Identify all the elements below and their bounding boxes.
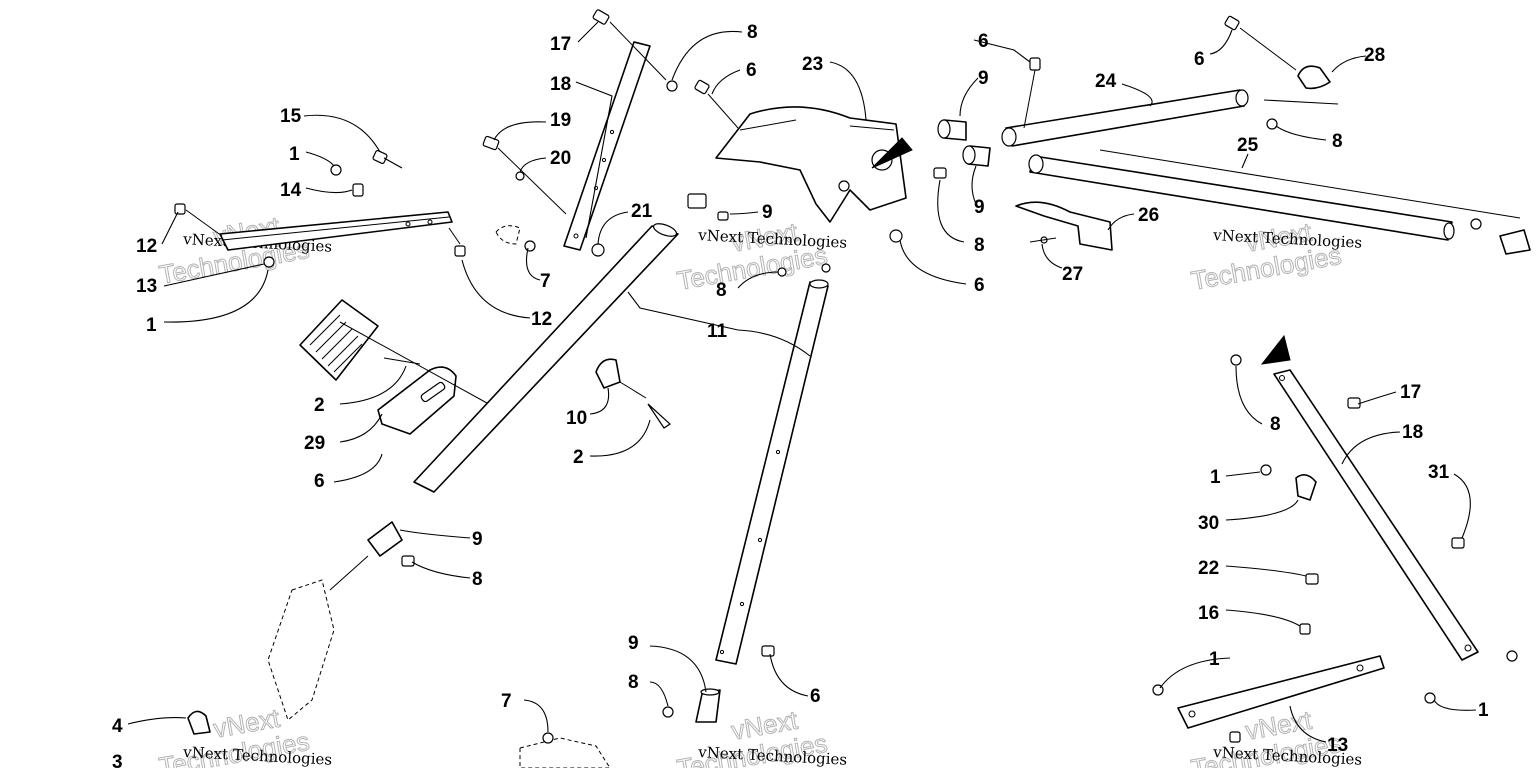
callout-13: 13 xyxy=(1327,735,1348,756)
callout-12: 12 xyxy=(136,236,157,257)
tube-24 xyxy=(1001,57,1249,147)
callout-21: 21 xyxy=(631,201,653,222)
clip-10 xyxy=(595,358,671,429)
callout-7: 7 xyxy=(540,271,551,292)
callout-18: 18 xyxy=(1402,422,1423,443)
callout-19: 19 xyxy=(550,110,571,131)
parts xyxy=(174,9,1531,768)
callout-13: 13 xyxy=(136,276,157,297)
callout-11: 11 xyxy=(707,321,728,342)
center-mount-23 xyxy=(687,79,913,277)
callout-6: 6 xyxy=(314,471,325,492)
right-lower-bar xyxy=(1152,655,1385,743)
callout-1: 1 xyxy=(1209,649,1220,670)
callout-6: 6 xyxy=(810,686,821,707)
callout-25: 25 xyxy=(1237,135,1259,156)
callout-2: 2 xyxy=(573,447,584,468)
callout-24: 24 xyxy=(1095,71,1117,92)
callout-8: 8 xyxy=(1332,131,1343,152)
callout-6: 6 xyxy=(978,31,989,52)
callout-22: 22 xyxy=(1198,558,1219,579)
left-mount-bracket xyxy=(174,149,536,268)
watermarks: vNext Technologies vNext Technologies vN… xyxy=(156,210,1362,768)
callout-20: 20 xyxy=(550,148,571,169)
callout-3: 3 xyxy=(112,752,123,768)
callout-29: 29 xyxy=(304,433,325,454)
callout-8: 8 xyxy=(628,672,639,693)
callout-17: 17 xyxy=(550,34,571,55)
callout-8: 8 xyxy=(472,569,483,590)
callout-2: 2 xyxy=(314,395,325,416)
callout-9: 9 xyxy=(628,633,639,654)
lower-left-sleeve xyxy=(267,521,415,721)
vertical-bar-18 xyxy=(563,9,678,257)
callout-27: 27 xyxy=(1062,264,1083,285)
bolt-19 xyxy=(482,135,567,215)
top-sleeves-9 xyxy=(933,119,991,179)
leader-lines xyxy=(127,21,1477,743)
callout-1: 1 xyxy=(1210,467,1221,488)
callout-6: 6 xyxy=(974,275,985,296)
callout-9: 9 xyxy=(974,197,985,218)
callout-8: 8 xyxy=(1270,414,1281,435)
callout-30: 30 xyxy=(1198,513,1219,534)
callout-31: 31 xyxy=(1428,462,1450,483)
callout-8: 8 xyxy=(716,280,727,301)
callout-9: 9 xyxy=(978,68,989,89)
cap-28 xyxy=(1224,15,1331,130)
center-tube xyxy=(715,279,829,665)
callout-4: 4 xyxy=(112,716,123,737)
callout-1: 1 xyxy=(146,315,157,336)
callout-10: 10 xyxy=(566,408,587,429)
tube-25 xyxy=(1028,149,1521,241)
diagonal-tube-left xyxy=(413,223,679,493)
callout-23: 23 xyxy=(802,54,823,75)
fuse-block xyxy=(299,299,497,435)
callout-1: 1 xyxy=(1478,700,1489,721)
callout-17: 17 xyxy=(1400,382,1421,403)
right-end-fittings xyxy=(1470,218,1531,255)
callout-6: 6 xyxy=(746,60,757,81)
callout-14: 14 xyxy=(280,180,302,201)
right-diagonal-bar-18 xyxy=(1230,334,1518,704)
callout-7: 7 xyxy=(501,691,512,712)
callout-18: 18 xyxy=(550,74,571,95)
callout-12: 12 xyxy=(531,309,552,330)
callout-28: 28 xyxy=(1364,45,1385,66)
callout-26: 26 xyxy=(1138,205,1159,226)
callout-8: 8 xyxy=(974,235,985,256)
callouts: 17 8 18 6 23 6 9 24 6 28 8 15 19 1 20 14… xyxy=(112,22,1489,768)
callout-1: 1 xyxy=(289,144,300,165)
callout-6: 6 xyxy=(1194,49,1205,70)
lower-sleeve xyxy=(662,645,775,723)
clamp-26 xyxy=(1015,201,1113,251)
callout-15: 15 xyxy=(280,106,302,127)
callout-9: 9 xyxy=(762,202,773,223)
callout-8: 8 xyxy=(747,22,758,43)
lower-left-part xyxy=(187,710,611,768)
callout-16: 16 xyxy=(1198,603,1219,624)
callout-9: 9 xyxy=(472,529,483,550)
